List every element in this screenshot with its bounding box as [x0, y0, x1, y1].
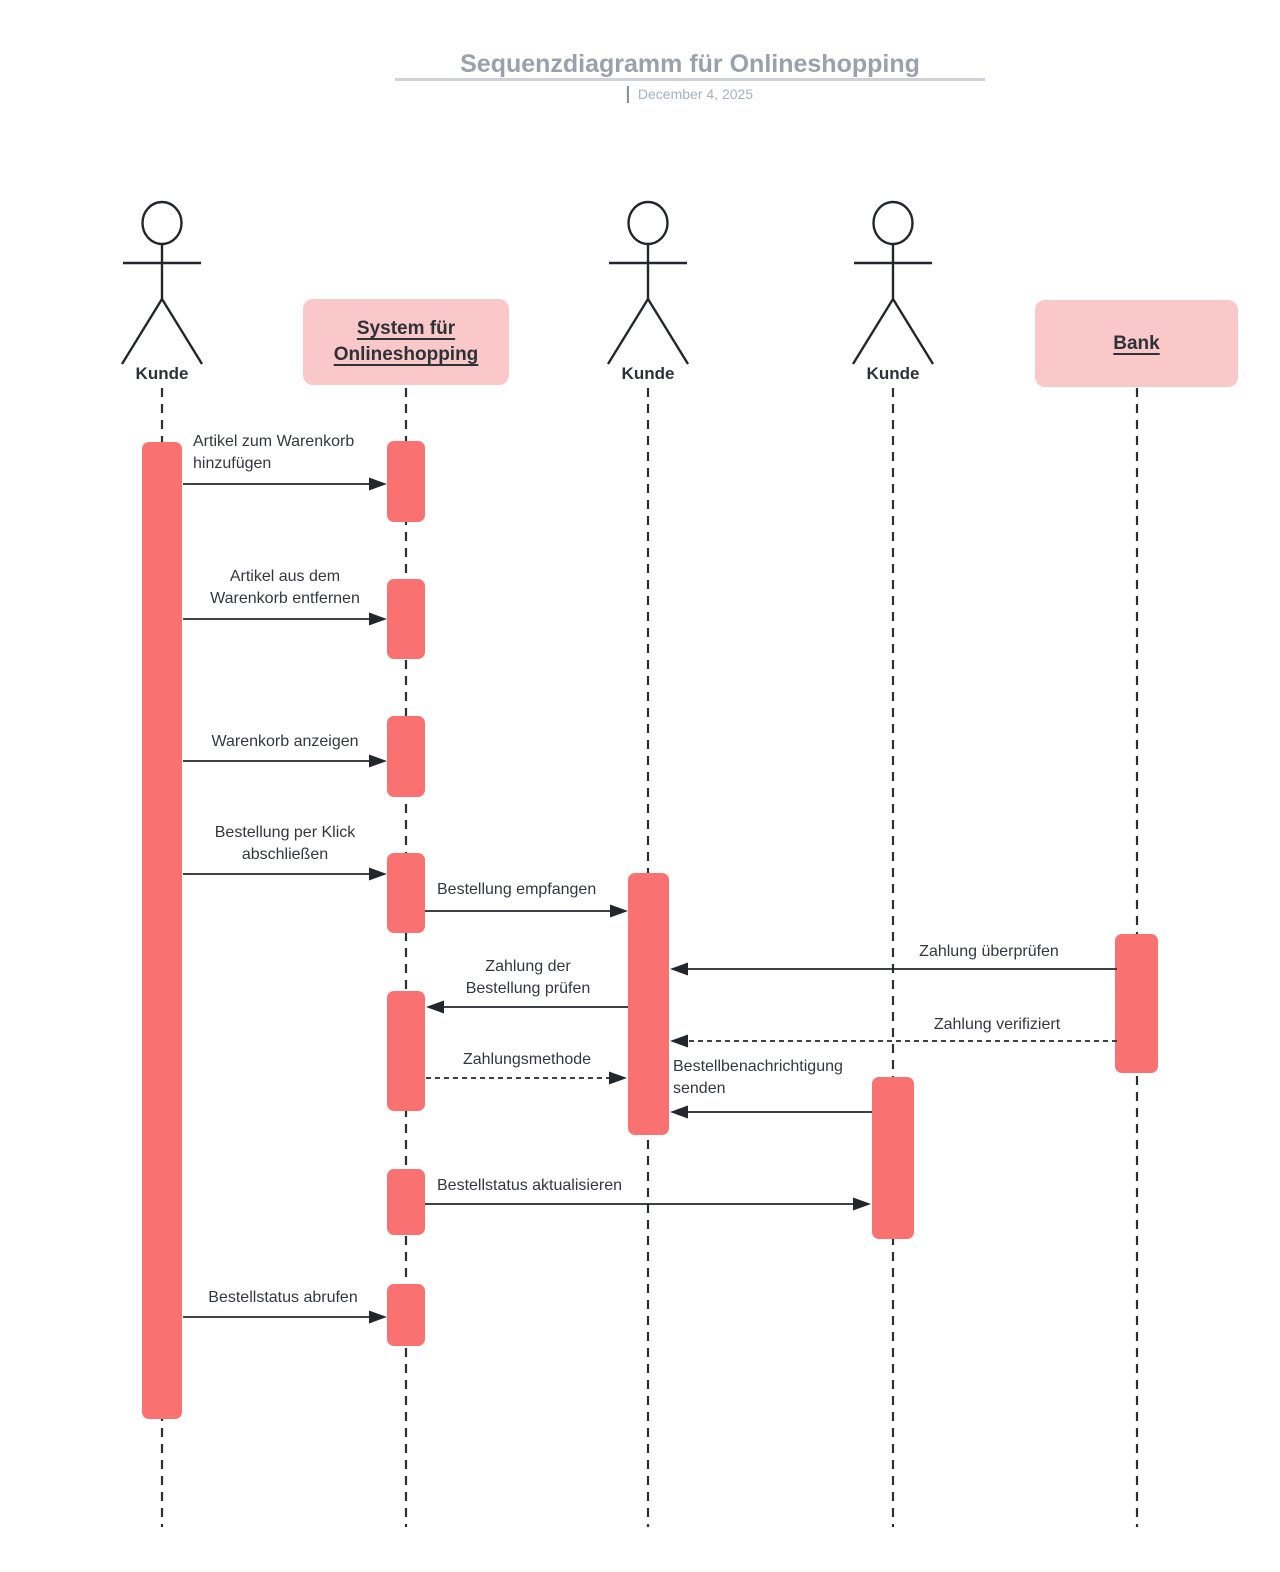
activation-bar: [142, 442, 182, 1419]
actor-head: [627, 200, 669, 246]
message-label-line: Bestellung per Klick: [214, 824, 356, 841]
message-label-line: Artikel zum Warenkorb: [193, 433, 355, 450]
message-arrowhead-icon: [853, 1197, 871, 1211]
message-label-line: Zahlung überprüfen: [919, 943, 1059, 960]
message-label-line: Bestellung empfangen: [437, 881, 597, 898]
message-arrowhead-icon: [670, 1034, 688, 1048]
message-arrowhead-icon: [369, 754, 387, 768]
actor-leg-left: [851, 298, 895, 365]
participant-label: Kunde: [866, 364, 920, 383]
message-label-line: Zahlung der: [485, 958, 571, 975]
activation-bar: [872, 1077, 914, 1239]
activation-bar: [387, 1284, 425, 1346]
title-underline: [395, 78, 985, 81]
participant-label: Kunde: [135, 364, 189, 383]
activation-bar: [387, 991, 425, 1111]
message-arrowhead-icon: [670, 962, 688, 976]
message-label-line: Bestellstatus aktualisieren: [437, 1177, 622, 1194]
actor-figure: [120, 200, 204, 365]
message-label-line: senden: [673, 1080, 726, 1097]
message-label-line: Warenkorb entfernen: [210, 590, 360, 607]
actor-head: [141, 200, 183, 246]
message-label: Zahlung überprüfen: [919, 941, 1059, 963]
message-label: Warenkorb anzeigen: [211, 731, 358, 753]
message-label-line: Warenkorb anzeigen: [211, 733, 359, 750]
message-arrowhead-icon: [369, 477, 387, 491]
participant-box-label: System für: [356, 318, 456, 339]
message-label-line: Bestellstatus abrufen: [208, 1289, 358, 1306]
date-row: December 4, 2025: [626, 85, 754, 103]
activation-bar: [628, 873, 669, 1135]
message-label: Bestellstatus abrufen: [208, 1287, 357, 1309]
message-label-line: Artikel aus dem: [229, 568, 341, 585]
participant-box: Bank: [1035, 300, 1238, 387]
actor-figure: [851, 200, 935, 365]
message-label: Zahlung verifiziert: [934, 1014, 1060, 1036]
message-arrowhead-icon: [426, 1000, 444, 1014]
actor-leg-right: [160, 298, 204, 365]
message-arrowhead-icon: [609, 1071, 627, 1085]
message-label-line: Zahlung verifiziert: [933, 1016, 1061, 1033]
message-label: Bestellung per Klick abschließen: [215, 822, 356, 866]
date-separator-bar: [626, 85, 629, 103]
activation-bar: [387, 853, 425, 933]
activation-bar: [1115, 934, 1158, 1073]
activation-bar: [387, 716, 425, 797]
activation-bar: [387, 579, 425, 659]
actor-leg-right: [891, 298, 935, 365]
message-arrowhead-icon: [369, 867, 387, 881]
actor-head: [872, 200, 914, 246]
participant-label: Kunde: [621, 364, 675, 383]
page-title: Sequenzdiagramm für Onlineshopping: [460, 50, 920, 78]
message-label: Artikel zum Warenkorb hinzufügen: [193, 431, 354, 475]
actor-leg-left: [120, 298, 164, 365]
actor-leg-right: [646, 298, 690, 365]
message-arrowhead-icon: [670, 1105, 688, 1119]
activation-bar: [387, 441, 425, 522]
message-arrowhead-icon: [369, 612, 387, 626]
activation-bar: [387, 1169, 425, 1235]
message-label: Bestellbenachrichtigung senden: [673, 1056, 843, 1100]
message-label-line: Bestellbenachrichtigung: [673, 1058, 843, 1075]
participant-box-label: Onlineshopping: [333, 344, 479, 365]
message-arrowhead-icon: [369, 1310, 387, 1324]
actor-figure: [606, 200, 690, 365]
diagram-date: December 4, 2025: [637, 86, 754, 102]
participant-box-label: Bank: [1113, 332, 1160, 354]
message-label: Bestellstatus aktualisieren: [437, 1175, 622, 1197]
message-label: Bestellung empfangen: [437, 879, 596, 901]
message-label-line: abschließen: [241, 846, 329, 863]
message-label-line: Bestellung prüfen: [465, 980, 591, 997]
message-label-line: Zahlungsmethode: [462, 1051, 592, 1068]
message-arrowhead-icon: [610, 904, 628, 918]
message-label: Zahlungsmethode: [463, 1049, 591, 1071]
actor-leg-left: [606, 298, 650, 365]
message-label-line: hinzufügen: [193, 455, 272, 472]
